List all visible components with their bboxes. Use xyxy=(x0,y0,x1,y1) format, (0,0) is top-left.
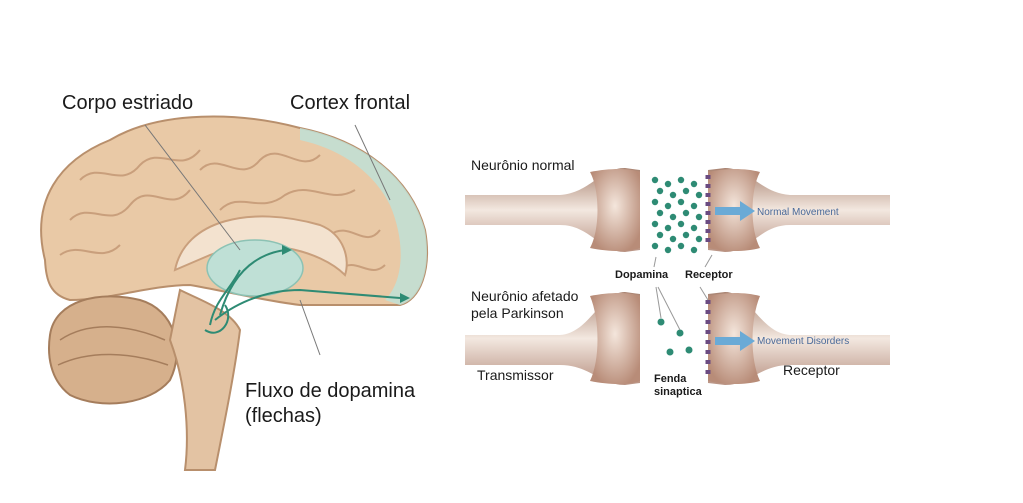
dopamine-molecule xyxy=(664,224,672,232)
dopamine-molecule xyxy=(682,187,690,195)
dopamine-molecules-affected xyxy=(657,318,693,356)
dopamine-molecules-normal xyxy=(651,176,703,254)
cerebellum xyxy=(48,295,178,405)
label-normal-neuron: Neurônio normal xyxy=(471,157,575,173)
dopamine-molecule xyxy=(656,231,664,239)
dopamine-molecule xyxy=(669,235,677,243)
dopamine-molecule xyxy=(690,202,698,210)
label-dopamine-flow: Fluxo de dopamina xyxy=(245,380,416,402)
label-receptor-small: Receptor xyxy=(685,269,733,281)
synapse-normal xyxy=(465,168,890,254)
label-transmitter: Transmissor xyxy=(477,367,554,383)
dopamine-molecule xyxy=(664,202,672,210)
leader-lines xyxy=(144,124,391,356)
label-cleft-line1: Fenda xyxy=(654,373,687,385)
label-receptor: Receptor xyxy=(783,362,840,378)
label-affected-neuron-line2: pela Parkinson xyxy=(471,305,564,321)
dopamine-molecule xyxy=(651,220,659,228)
dopamine-molecule xyxy=(664,180,672,188)
label-striatum: Corpo estriado xyxy=(62,92,194,114)
brainstem xyxy=(168,288,242,471)
dopamine-molecule xyxy=(695,235,703,243)
dopamine-molecule xyxy=(682,231,690,239)
label-dopamine: Dopamina xyxy=(615,269,669,281)
dopamine-molecule xyxy=(651,198,659,206)
label-affected-neuron-line1: Neurônio afetado xyxy=(471,288,579,304)
label-cleft-line2: sinaptica xyxy=(654,386,702,398)
dopamine-molecule xyxy=(695,213,703,221)
frontal-cortex-region xyxy=(300,128,428,305)
dopamine-molecule xyxy=(656,209,664,217)
label-frontal-cortex: Cortex frontal xyxy=(290,92,411,114)
dopamine-molecule xyxy=(677,198,685,206)
dopamine-molecule xyxy=(651,242,659,250)
dopamine-molecule xyxy=(669,213,677,221)
synapse-parkinson xyxy=(465,254,890,385)
normal-movement-arrow xyxy=(715,201,755,221)
label-normal-movement: Normal Movement xyxy=(757,207,839,218)
dopamine-molecule xyxy=(669,191,677,199)
label-movement-disorders: Movement Disorders xyxy=(757,336,850,347)
dopamine-molecule xyxy=(677,220,685,228)
dopamine-molecule xyxy=(677,242,685,250)
movement-disorders-arrow xyxy=(715,331,755,351)
dopamine-molecule xyxy=(664,246,672,254)
dopamine-molecule xyxy=(690,180,698,188)
striatum xyxy=(206,239,304,297)
dopamine-molecule xyxy=(682,209,690,217)
brain-illustration xyxy=(40,115,429,471)
dopamine-molecule xyxy=(690,246,698,254)
dopamine-molecule xyxy=(656,187,664,195)
label-dopamine-flow-note: (flechas) xyxy=(245,405,322,427)
dopamine-molecule xyxy=(677,176,685,184)
dopamine-molecule xyxy=(695,191,703,199)
dopamine-flow-arrows xyxy=(204,249,401,334)
dopamine-molecule xyxy=(651,176,659,184)
dopamine-molecule xyxy=(690,224,698,232)
